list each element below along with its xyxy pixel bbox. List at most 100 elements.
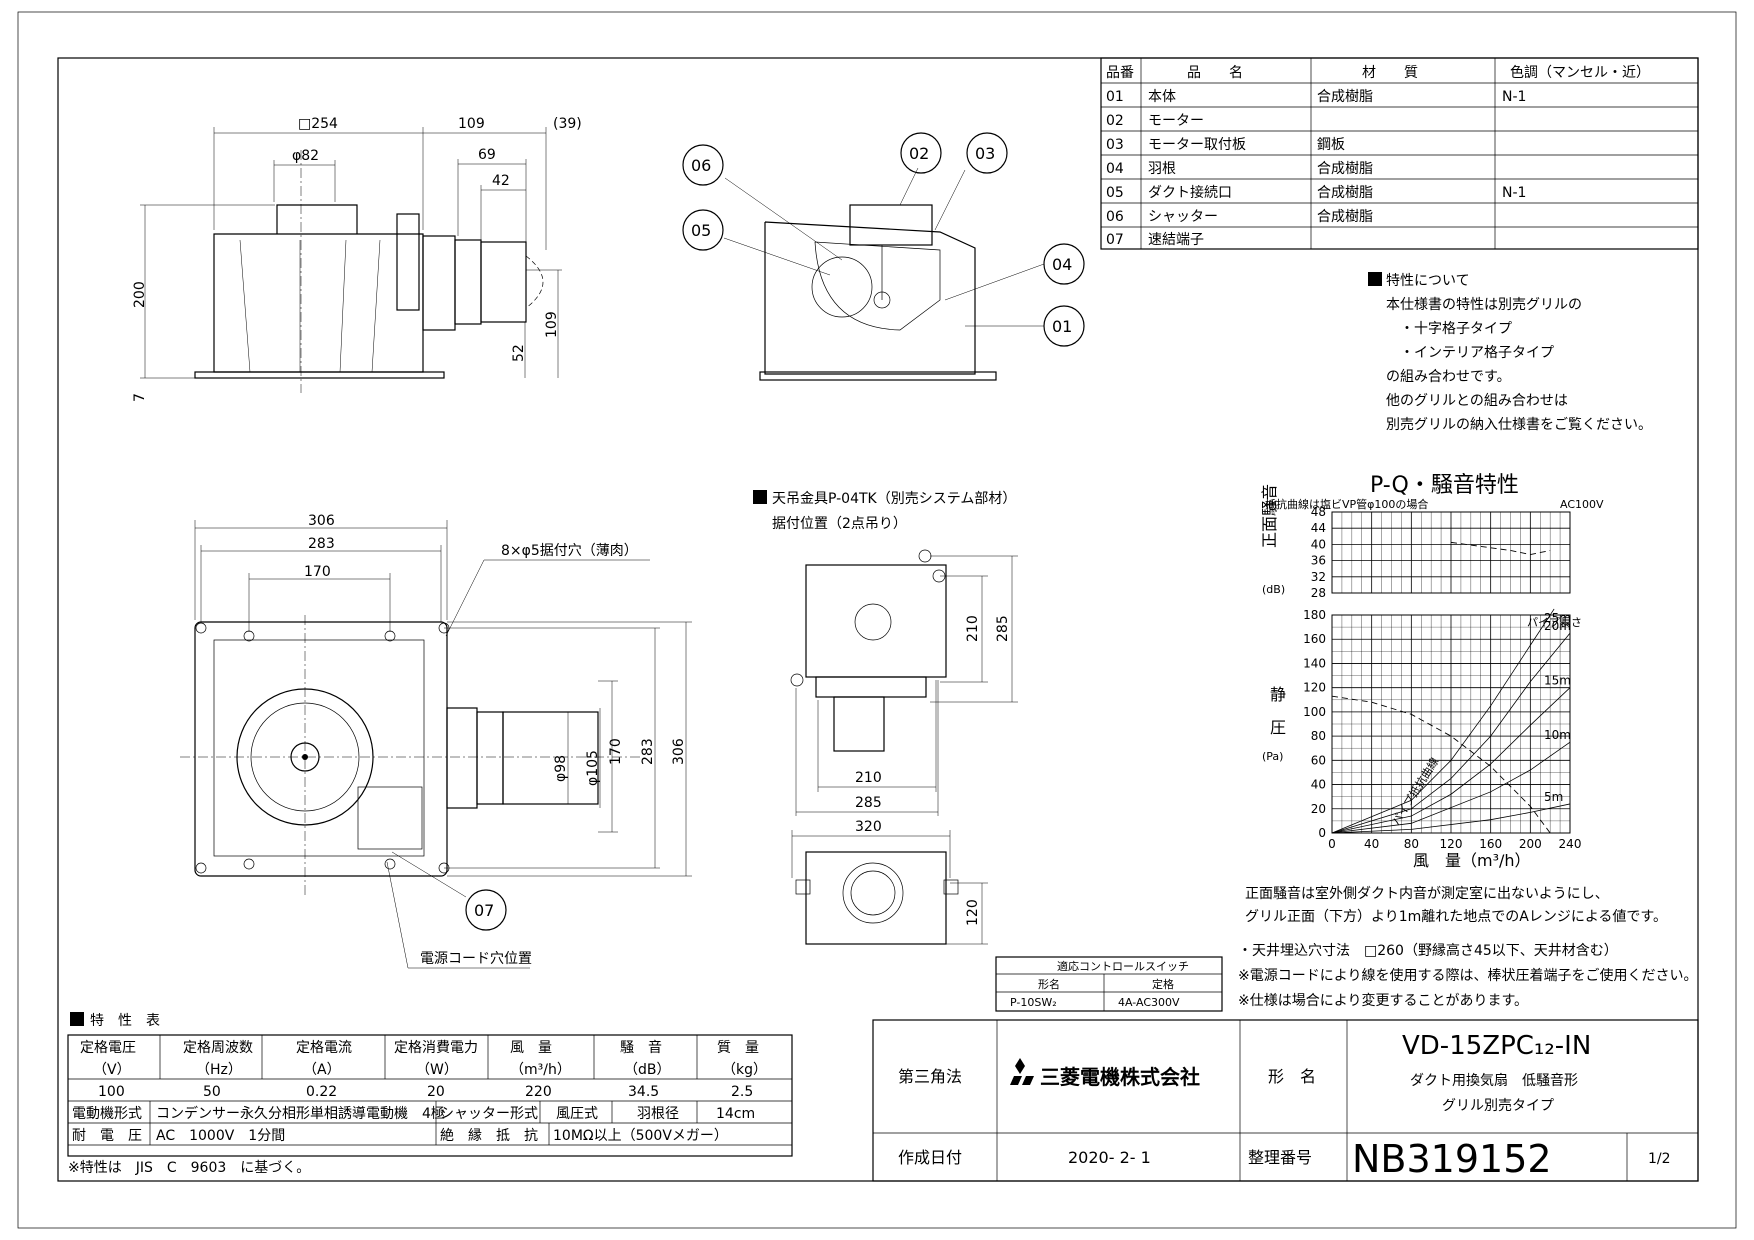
part-name: ダクト接続口	[1148, 184, 1232, 201]
note-title: 特性について	[1386, 273, 1470, 289]
x-tick-label: 0	[1328, 837, 1336, 851]
square-bullet-icon	[753, 490, 767, 504]
parts-header-color: 色調（マンセル・近）	[1510, 64, 1650, 81]
spec-header: 定格電流	[296, 1040, 352, 1056]
y-tick-label: 160	[1303, 632, 1326, 646]
chart-power: AC100V	[1560, 498, 1604, 511]
note-line: グリル正面（下方）より1m離れた地点でのAレンジによる値です。	[1245, 908, 1667, 925]
dim-210: 210	[965, 615, 981, 642]
callout-03	[966, 132, 1008, 174]
withstand-value: AC 1000V 1分間	[156, 1128, 285, 1144]
characteristics-note: 特性について 本仕様書の特性は別売グリルの ・十字格子タイプ ・インテリア格子タ…	[1368, 272, 1652, 433]
note-line: ※電源コードにより線を使用する際は、棒状圧着端子をご使用ください。	[1238, 967, 1697, 984]
spec-footnote: ※特性は JIS C 9603 に基づく。	[68, 1159, 310, 1176]
callout-label: 06	[691, 156, 711, 175]
company-name: 三菱電機株式会社	[1040, 1065, 1200, 1089]
series-label: 15m	[1544, 674, 1571, 688]
reference-label: 整理番号	[1248, 1148, 1312, 1167]
note-line: 本仕様書の特性は別売グリルの	[1386, 297, 1582, 313]
chart-note: 抵抗曲線は塩ビVP管φ100の場合	[1265, 497, 1428, 511]
dim-306-vertical: 306	[671, 738, 687, 765]
callout-label: 02	[909, 144, 929, 163]
switch-table-title: 適応コントロールスイッチ	[1057, 959, 1189, 973]
y-tick-label: 140	[1303, 656, 1326, 670]
parts-row: 04 羽根 合成樹脂	[1106, 161, 1373, 177]
insulation-value: 10MΩ以上（500Vメガー）	[553, 1128, 728, 1144]
characteristic-curve	[1331, 695, 1551, 834]
resistance-curve-25m	[1331, 608, 1555, 834]
model-label: 形 名	[1268, 1067, 1316, 1086]
top-elevation-view: □254 109 (39) φ82 69 42 200 52 109 7	[132, 116, 582, 402]
date-label: 作成日付	[898, 1148, 962, 1167]
callout-04	[1043, 243, 1085, 285]
spec-unit: （A）	[303, 1062, 341, 1078]
spec-value: 100	[98, 1084, 125, 1100]
spec-unit: （m³/h）	[510, 1062, 571, 1078]
x-tick-label: 40	[1364, 837, 1379, 851]
note-line: ・天井埋込穴寸法 □260（野縁高さ45以下、天井材含む）	[1238, 942, 1618, 959]
note-line: ・インテリア格子タイプ	[1400, 345, 1554, 361]
spec-value: 20	[427, 1084, 445, 1100]
dim-320: 320	[855, 819, 882, 835]
dim-120: 120	[965, 899, 981, 926]
dim-109-vertical: 109	[544, 311, 560, 338]
motor-value: コンデンサー永久分相形単相誘導電動機 4極	[156, 1105, 445, 1122]
note-line: 別売グリルの納入仕様書をご覧ください。	[1386, 416, 1652, 433]
dim-phi82: φ82	[292, 148, 319, 164]
parts-header-no: 品番	[1106, 65, 1134, 81]
mounting-holes-label: 8×φ5据付穴（薄肉）	[501, 543, 638, 559]
spec-value: 220	[525, 1084, 552, 1100]
callout-07	[465, 889, 507, 931]
pipe-curve-label: パイプ抵抗曲線	[1389, 755, 1442, 828]
y-tick-label: 40	[1311, 537, 1326, 551]
insulation-label: 絶 縁 抵 抗	[440, 1128, 538, 1144]
projection-method: 第三角法	[898, 1067, 962, 1086]
power-cord-hole-label: 電源コード穴位置	[420, 951, 532, 967]
switch-header: 形名	[1038, 977, 1060, 991]
callout-06	[682, 144, 724, 186]
callout-01	[1043, 305, 1085, 347]
dim-52: 52	[511, 344, 527, 362]
spec-header: 定格周波数	[183, 1040, 253, 1056]
spec-value: 2.5	[731, 1084, 753, 1100]
y-tick-label: 48	[1311, 505, 1326, 519]
x-tick-label: 80	[1404, 837, 1419, 851]
inner-border	[57, 57, 1699, 1182]
series-label: 5m	[1544, 790, 1563, 804]
part-material: 合成樹脂	[1317, 161, 1373, 177]
shutter-value: 風圧式	[556, 1106, 598, 1122]
spec-value: 34.5	[628, 1084, 659, 1100]
spec-unit: （Hz）	[196, 1062, 242, 1078]
spec-header: 定格電圧	[80, 1040, 136, 1056]
dim-42: 42	[492, 173, 510, 189]
hanger-title: 天吊金具P-04TK（別売システム部材）	[772, 491, 1016, 507]
y-tick-label: 120	[1303, 681, 1326, 695]
dim-170-vertical: 170	[608, 738, 624, 765]
dim-285-horizontal: 285	[855, 795, 882, 811]
callout-label: 04	[1052, 255, 1072, 274]
title-block: 第三角法 三菱電機株式会社 形 名 VD-15ZPC₁₂-IN ダクト用換気扇 …	[872, 1019, 1699, 1182]
dim-306: 306	[308, 513, 335, 529]
part-no: 03	[1106, 137, 1124, 153]
spec-table: 特 性 表 定格電圧 定格周波数 定格電流 定格消費電力 風 量 騒 音 質 量…	[67, 1012, 793, 1176]
noise-unit: (dB)	[1262, 583, 1285, 596]
shutter-label: シャッター形式	[440, 1106, 538, 1122]
parts-row: 05 ダクト接続口 合成樹脂 N-1	[1106, 184, 1526, 201]
blade-label: 羽根径	[637, 1106, 679, 1122]
parts-row: 01 本体 合成樹脂 N-1	[1106, 89, 1526, 105]
x-tick-label: 240	[1559, 837, 1582, 851]
flow-axis-label: 風 量（m³/h）	[1413, 851, 1531, 870]
creation-date: 2020- 2- 1	[1068, 1148, 1151, 1167]
series-label: 20m	[1544, 619, 1571, 633]
dim-phi98: φ98	[553, 755, 569, 782]
callout-05	[682, 209, 724, 251]
resistance-curve-15m	[1331, 687, 1571, 834]
spec-unit: （kg）	[722, 1062, 767, 1078]
spec-value: 50	[203, 1084, 221, 1100]
dim-phi105: φ105	[585, 750, 601, 786]
part-color: N-1	[1502, 89, 1526, 105]
y-tick-label: 28	[1311, 586, 1326, 600]
page-number: 1/2	[1648, 1151, 1671, 1167]
y-tick-label: 180	[1303, 608, 1326, 622]
part-material: 合成樹脂	[1317, 185, 1373, 201]
